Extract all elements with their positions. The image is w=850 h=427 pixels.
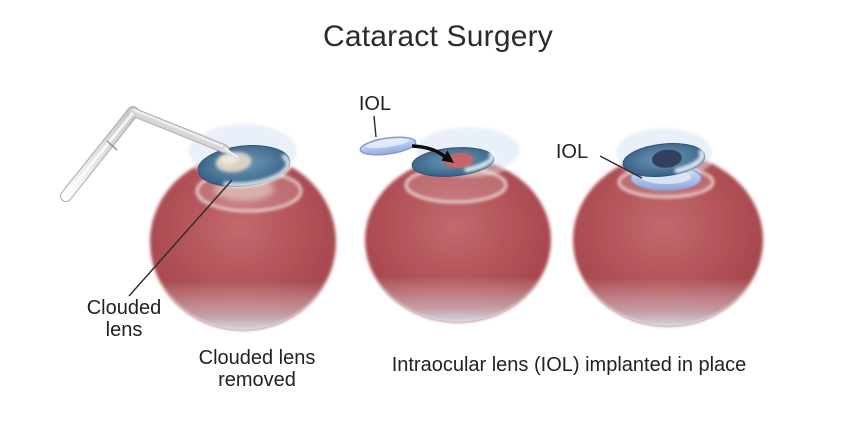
eye-figure-iol-implanted	[573, 124, 763, 326]
intraocular-lens-free	[359, 136, 417, 156]
iol-label-middle: IOL	[358, 93, 392, 115]
eye-figure-clouded-lens	[60, 106, 336, 330]
leader-line-clouded-lens	[128, 179, 233, 297]
iol-label-right: IOL	[555, 141, 589, 163]
phaco-probe-instrument	[60, 106, 240, 202]
iris-highlight	[674, 149, 706, 174]
handle-joint	[106, 140, 118, 151]
sclera-bottom-highlight	[365, 158, 551, 322]
leader-line-iol-middle	[373, 115, 377, 138]
eye-figure-lens-removed	[359, 115, 551, 322]
iris	[622, 143, 706, 177]
leader-line-iol-right	[599, 155, 643, 179]
pupil	[651, 149, 682, 168]
iris-highlight	[223, 154, 291, 188]
insertion-arrow-icon	[411, 144, 454, 163]
iol-implanted-caption: Intraocular lens (IOL) implanted in plac…	[391, 354, 747, 376]
page-title: Cataract Surgery	[323, 20, 553, 53]
sclera-bottom-highlight	[573, 154, 763, 326]
clouded-lens-label: Clouded lens	[86, 297, 162, 341]
probe-tip	[222, 147, 240, 161]
iris-highlight	[464, 151, 495, 173]
clouded-lens-removed-caption: Clouded lens removed	[198, 347, 316, 391]
empty-capsule-opening	[443, 152, 475, 169]
